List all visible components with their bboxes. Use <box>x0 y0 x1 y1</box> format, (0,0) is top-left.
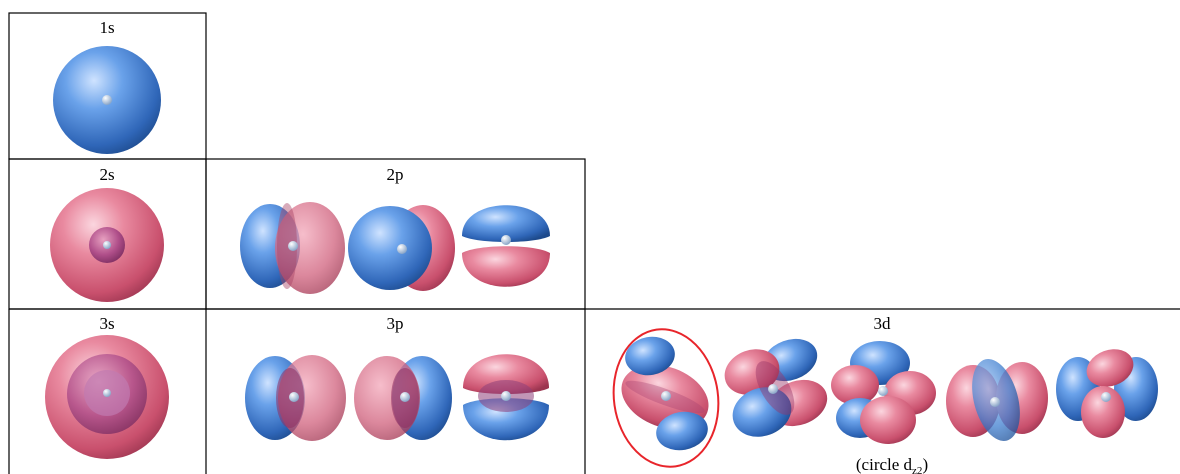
orbital-2p-y <box>348 205 455 291</box>
label-3s: 3s <box>99 314 114 333</box>
orbital-3d-z2 <box>621 336 709 451</box>
label-3d: 3d <box>874 314 892 333</box>
orbital-3p-y <box>354 356 452 440</box>
orbital-3d-yz <box>831 341 936 444</box>
label-2p: 2p <box>387 165 404 184</box>
highlight-circle-dz2 <box>612 328 720 468</box>
nucleus-2s <box>103 241 111 249</box>
orbital-3d-xz <box>724 338 828 437</box>
label-2s: 2s <box>99 165 114 184</box>
orbital-3d-x2y2 <box>1056 349 1158 438</box>
nucleus-3s <box>103 389 111 397</box>
orbital-2p-z <box>462 205 550 287</box>
label-3p: 3p <box>387 314 404 333</box>
table-grid <box>8 12 1180 474</box>
orbital-3d-xy <box>946 359 1048 441</box>
orbital-3p-z <box>463 354 549 441</box>
nucleus-1s <box>102 95 112 105</box>
caption-text: (circle d <box>856 455 913 474</box>
orbital-2s <box>50 188 164 302</box>
orbital-1s <box>53 46 161 154</box>
orbital-3p-x <box>245 355 346 441</box>
caption-subscript: z2 <box>912 465 922 474</box>
label-1s: 1s <box>99 18 114 37</box>
orbital-2p-x <box>240 202 345 294</box>
caption-close: ) <box>922 455 928 474</box>
caption-circle-dz2: (circle dz2) <box>856 455 928 474</box>
orbital-3s <box>45 335 169 459</box>
